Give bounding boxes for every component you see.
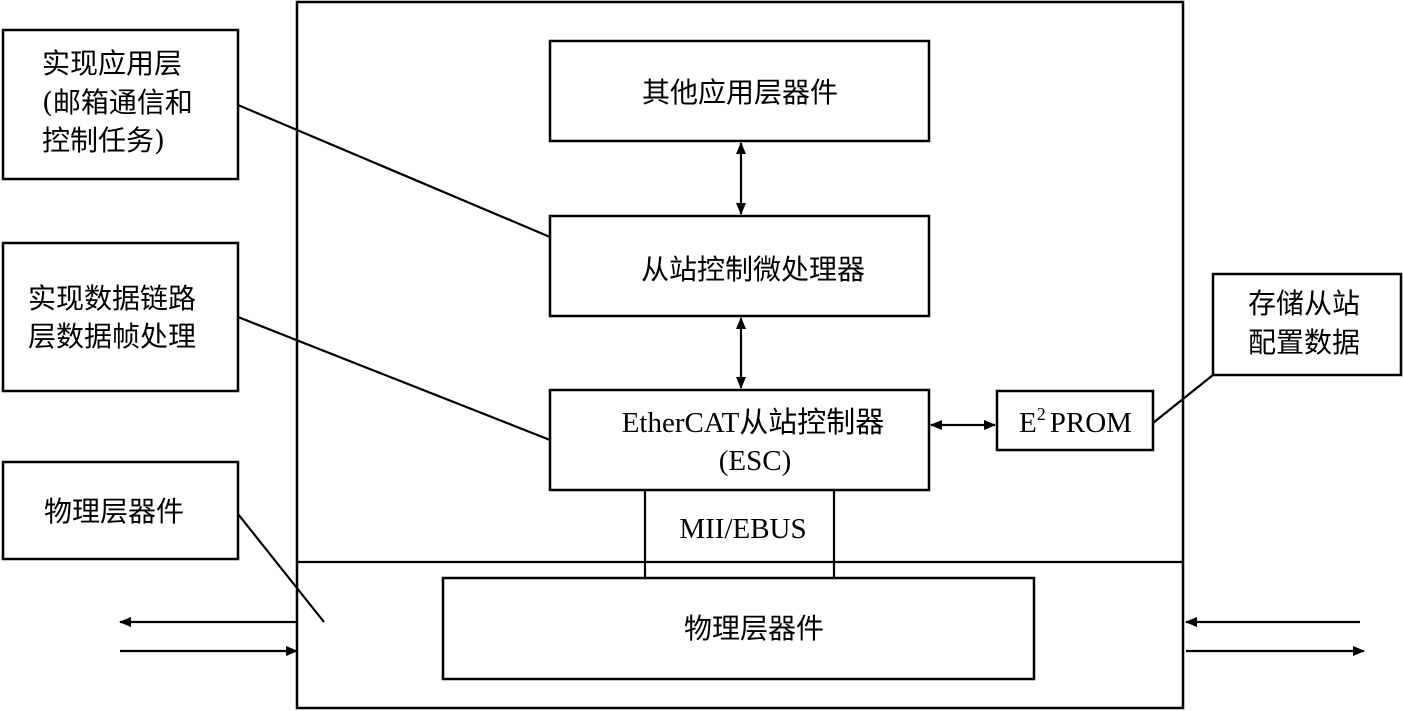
esc-label-line2: (ESC) — [719, 445, 792, 477]
mii-ebus-box: MII/EBUS — [643, 490, 836, 578]
callout-data-link: 实现数据链路 层数据帧处理 — [1, 241, 240, 393]
callout-config: 存储从站 配置数据 — [1211, 272, 1403, 377]
svg-text:控制任务): 控制任务) — [42, 124, 165, 157]
other-app-devices-box: 其他应用层器件 — [548, 39, 931, 143]
leader-data-link — [237, 315, 551, 442]
other-app-devices-label: 其他应用层器件 — [642, 76, 838, 109]
svg-text:配置数据: 配置数据 — [1248, 326, 1360, 359]
svg-text:物理层器件: 物理层器件 — [44, 495, 184, 528]
svg-text:实现数据链路: 实现数据链路 — [28, 282, 196, 315]
leader-phy — [237, 513, 325, 623]
phy-device-box: 物理层器件 — [441, 576, 1036, 681]
slave-mcu-label: 从站控制微处理器 — [641, 253, 865, 286]
slave-mcu-box: 从站控制微处理器 — [548, 214, 931, 318]
callout-app-layer: 实现应用层 (邮箱通信和 控制任务) — [1, 28, 240, 181]
leader-app-layer — [237, 103, 551, 239]
svg-text:存储从站: 存储从站 — [1248, 287, 1360, 320]
mii-ebus-label: MII/EBUS — [679, 513, 806, 545]
callout-phy: 物理层器件 — [1, 460, 240, 561]
leader-config — [1152, 374, 1214, 424]
esc-label-line1: EtherCAT从站控制器 — [622, 406, 885, 439]
esc-box: EtherCAT从站控制器 (ESC) — [548, 388, 931, 492]
svg-text:(邮箱通信和: (邮箱通信和 — [42, 86, 193, 119]
svg-text:实现应用层: 实现应用层 — [42, 47, 182, 80]
svg-text:层数据帧处理: 层数据帧处理 — [28, 320, 196, 353]
phy-device-label: 物理层器件 — [684, 612, 824, 645]
